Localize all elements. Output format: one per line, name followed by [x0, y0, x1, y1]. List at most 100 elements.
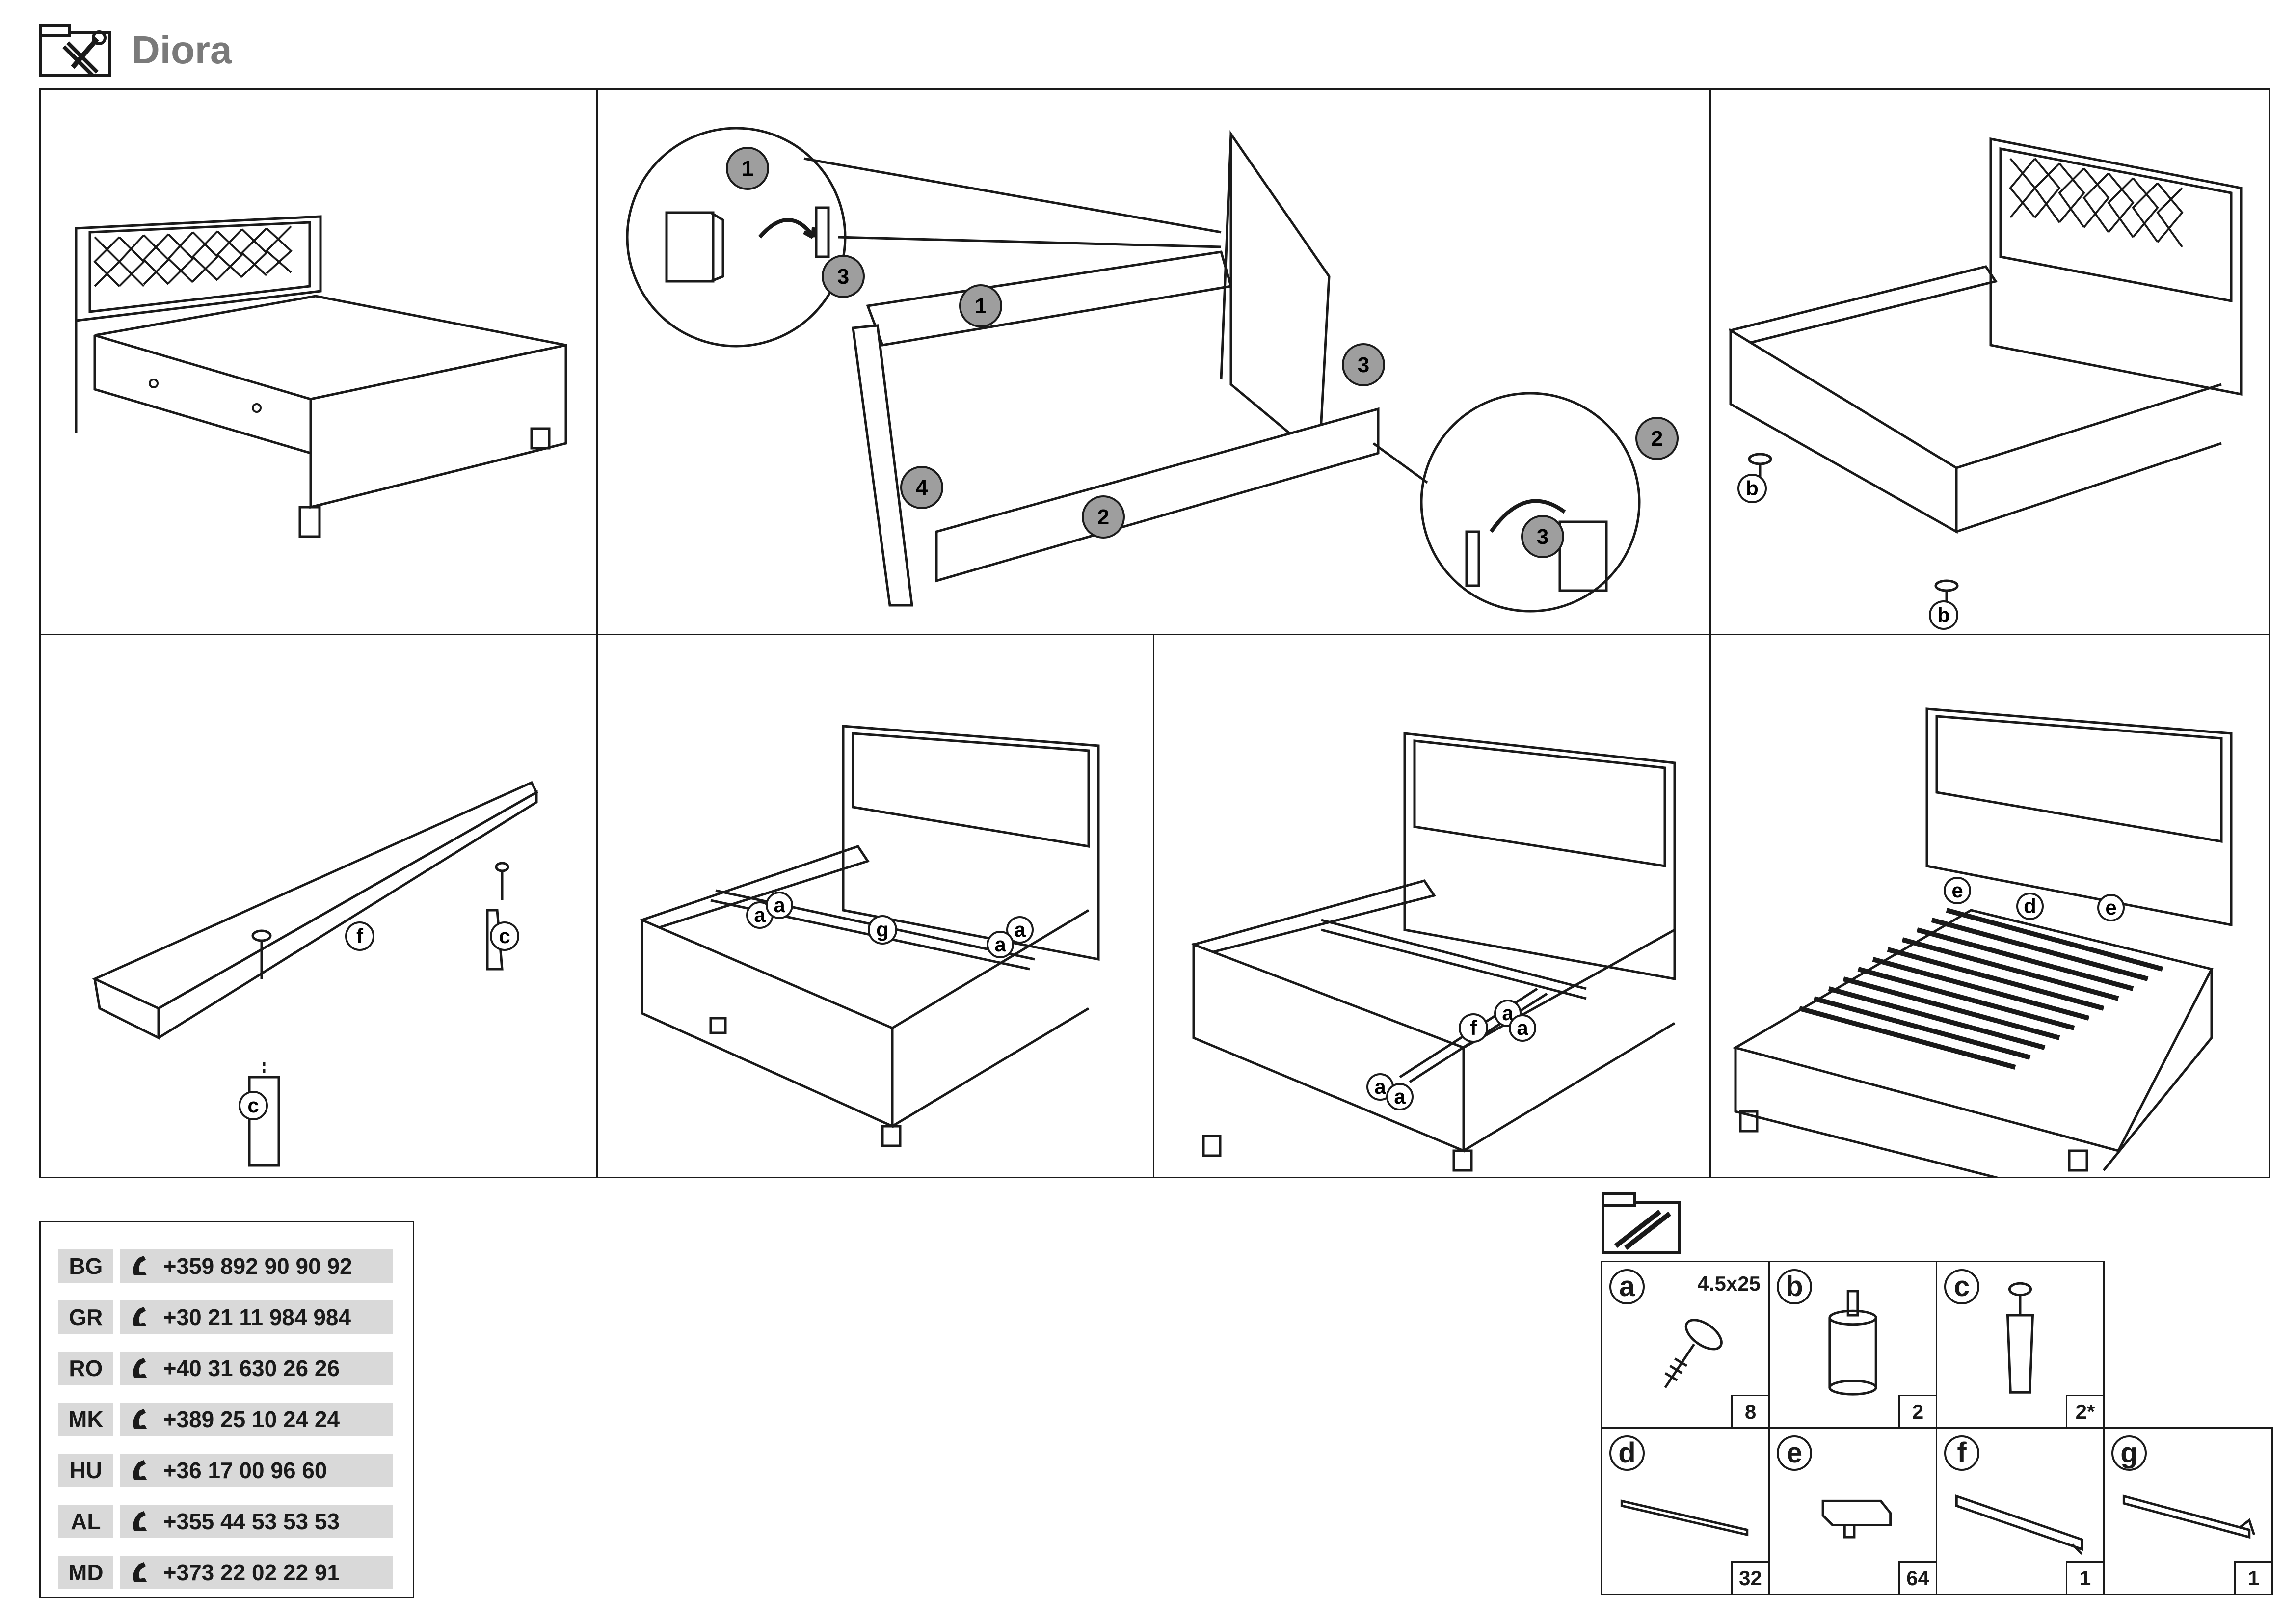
support-phone-list: BG +359 892 90 90 92 GR +30 21 11 984 98… [39, 1221, 414, 1598]
center-beam-icon [1955, 1494, 2083, 1555]
part-letter: g [2111, 1435, 2147, 1471]
svg-text:1: 1 [975, 294, 987, 318]
step-g-rail: a a g a a [598, 635, 1153, 1177]
part-letter: d [1609, 1435, 1645, 1471]
part-a: a 4.5x25 8 [1601, 1261, 1770, 1429]
svg-text:e: e [2105, 896, 2116, 919]
part-c: c 2* [1936, 1261, 2105, 1429]
svg-text:f: f [356, 924, 364, 947]
product-title: Diora [132, 28, 232, 72]
part-size: 4.5x25 [1697, 1272, 1761, 1295]
phone-row-al: AL +355 44 53 53 53 [58, 1503, 393, 1540]
svg-text:1: 1 [742, 157, 753, 181]
part-g: g 1 [2103, 1427, 2273, 1595]
svg-text:g: g [876, 918, 889, 941]
svg-text:c: c [499, 924, 510, 947]
svg-text:a: a [1394, 1085, 1406, 1108]
phone-row-bg: BG +359 892 90 90 92 [58, 1248, 393, 1284]
screws-icon [1602, 1192, 1681, 1254]
part-quantity: 2 [1898, 1395, 1936, 1427]
phone-icon [133, 1409, 147, 1429]
leg-square-icon [2006, 1282, 2034, 1394]
step-slats: e d e [1711, 635, 2269, 1177]
rail-attachment-illustration: 1 3 1 3 4 2 2 3 [626, 127, 1679, 613]
g-rail-illustration: a a g a a [640, 725, 1100, 1147]
svg-text:a: a [1374, 1075, 1386, 1098]
part-e: e 64 [1768, 1427, 1937, 1595]
svg-text:4: 4 [916, 476, 928, 500]
svg-text:2: 2 [1651, 427, 1663, 451]
svg-text:c: c [247, 1094, 259, 1117]
rail-icon [2122, 1494, 2255, 1539]
svg-text:a: a [1014, 918, 1026, 941]
phone-number[interactable]: +30 21 11 984 984 [120, 1300, 393, 1334]
tools-icon [39, 24, 111, 77]
svg-text:3: 3 [1358, 353, 1369, 377]
step-attach-legs: b b [1711, 90, 2269, 634]
leg-cylinder-icon [1828, 1290, 1877, 1396]
part-letter: c [1944, 1269, 1979, 1304]
phone-number[interactable]: +389 25 10 24 24 [120, 1403, 393, 1436]
instruction-grid: 1 3 1 3 4 2 2 3 [39, 88, 2270, 1178]
country-code: BG [58, 1249, 113, 1283]
step-assembled-bed [41, 90, 596, 634]
part-quantity: 1 [2066, 1561, 2103, 1594]
slats-illustration: e d e [1732, 707, 2233, 1177]
part-letter: b [1777, 1269, 1812, 1304]
svg-text:f: f [1470, 1016, 1477, 1039]
center-beam-illustration: f c c [91, 781, 538, 1167]
country-code: MK [58, 1403, 113, 1436]
phone-number[interactable]: +40 31 630 26 26 [120, 1352, 393, 1385]
phone-icon [133, 1511, 147, 1531]
step-f-beam: f a a a a [1154, 635, 1709, 1177]
svg-text:3: 3 [1537, 525, 1548, 549]
svg-text:2: 2 [1097, 505, 1109, 529]
svg-text:b: b [1746, 477, 1759, 500]
part-b: b 2 [1768, 1261, 1937, 1429]
phone-icon [133, 1307, 147, 1326]
phone-icon [133, 1358, 147, 1378]
part-quantity: 1 [2234, 1561, 2271, 1594]
svg-text:a: a [774, 893, 785, 917]
part-quantity: 2* [2066, 1395, 2103, 1427]
phone-row-md: MD +373 22 02 22 91 [58, 1554, 393, 1591]
part-d: d 32 [1601, 1427, 1770, 1595]
part-f: f 1 [1936, 1427, 2105, 1595]
step-attach-rails: 1 3 1 3 4 2 2 3 [598, 90, 1709, 634]
part-letter: e [1777, 1435, 1812, 1471]
phone-row-ro: RO +40 31 630 26 26 [58, 1350, 393, 1386]
slat-holder-icon [1821, 1499, 1892, 1539]
phone-icon [133, 1460, 147, 1480]
slat-icon [1620, 1499, 1749, 1537]
phone-number[interactable]: +36 17 00 96 60 [120, 1454, 393, 1487]
screw-icon [1664, 1319, 1723, 1388]
country-code: HU [58, 1454, 113, 1487]
phone-row-mk: MK +389 25 10 24 24 [58, 1401, 393, 1437]
country-code: AL [58, 1505, 113, 1538]
phone-icon [133, 1256, 147, 1275]
country-code: RO [58, 1352, 113, 1385]
part-quantity: 8 [1731, 1395, 1768, 1427]
step-center-beam: f c c [41, 635, 596, 1177]
country-code: MD [58, 1556, 113, 1589]
svg-text:b: b [1937, 603, 1950, 626]
svg-text:a: a [994, 933, 1006, 956]
part-letter: f [1944, 1435, 1979, 1471]
part-quantity: 64 [1898, 1561, 1936, 1594]
part-letter: a [1609, 1269, 1645, 1304]
phone-number[interactable]: +355 44 53 53 53 [120, 1505, 393, 1538]
phone-number[interactable]: +373 22 02 22 91 [120, 1556, 393, 1589]
phone-icon [133, 1562, 147, 1582]
svg-text:3: 3 [837, 265, 849, 289]
hardware-parts-table: a 4.5x25 8 b 2 c [1601, 1261, 2273, 1597]
svg-text:a: a [754, 903, 766, 926]
phone-number[interactable]: +359 892 90 90 92 [120, 1249, 393, 1283]
phone-row-gr: GR +30 21 11 984 984 [58, 1299, 393, 1335]
frame-legs-illustration: b b [1728, 137, 2243, 630]
svg-text:a: a [1517, 1016, 1528, 1039]
header: Diora [38, 21, 232, 80]
f-beam-illustration: f a a a a [1191, 732, 1676, 1172]
svg-text:e: e [1951, 879, 1963, 902]
part-quantity: 32 [1731, 1561, 1768, 1594]
phone-row-hu: HU +36 17 00 96 60 [58, 1452, 393, 1489]
